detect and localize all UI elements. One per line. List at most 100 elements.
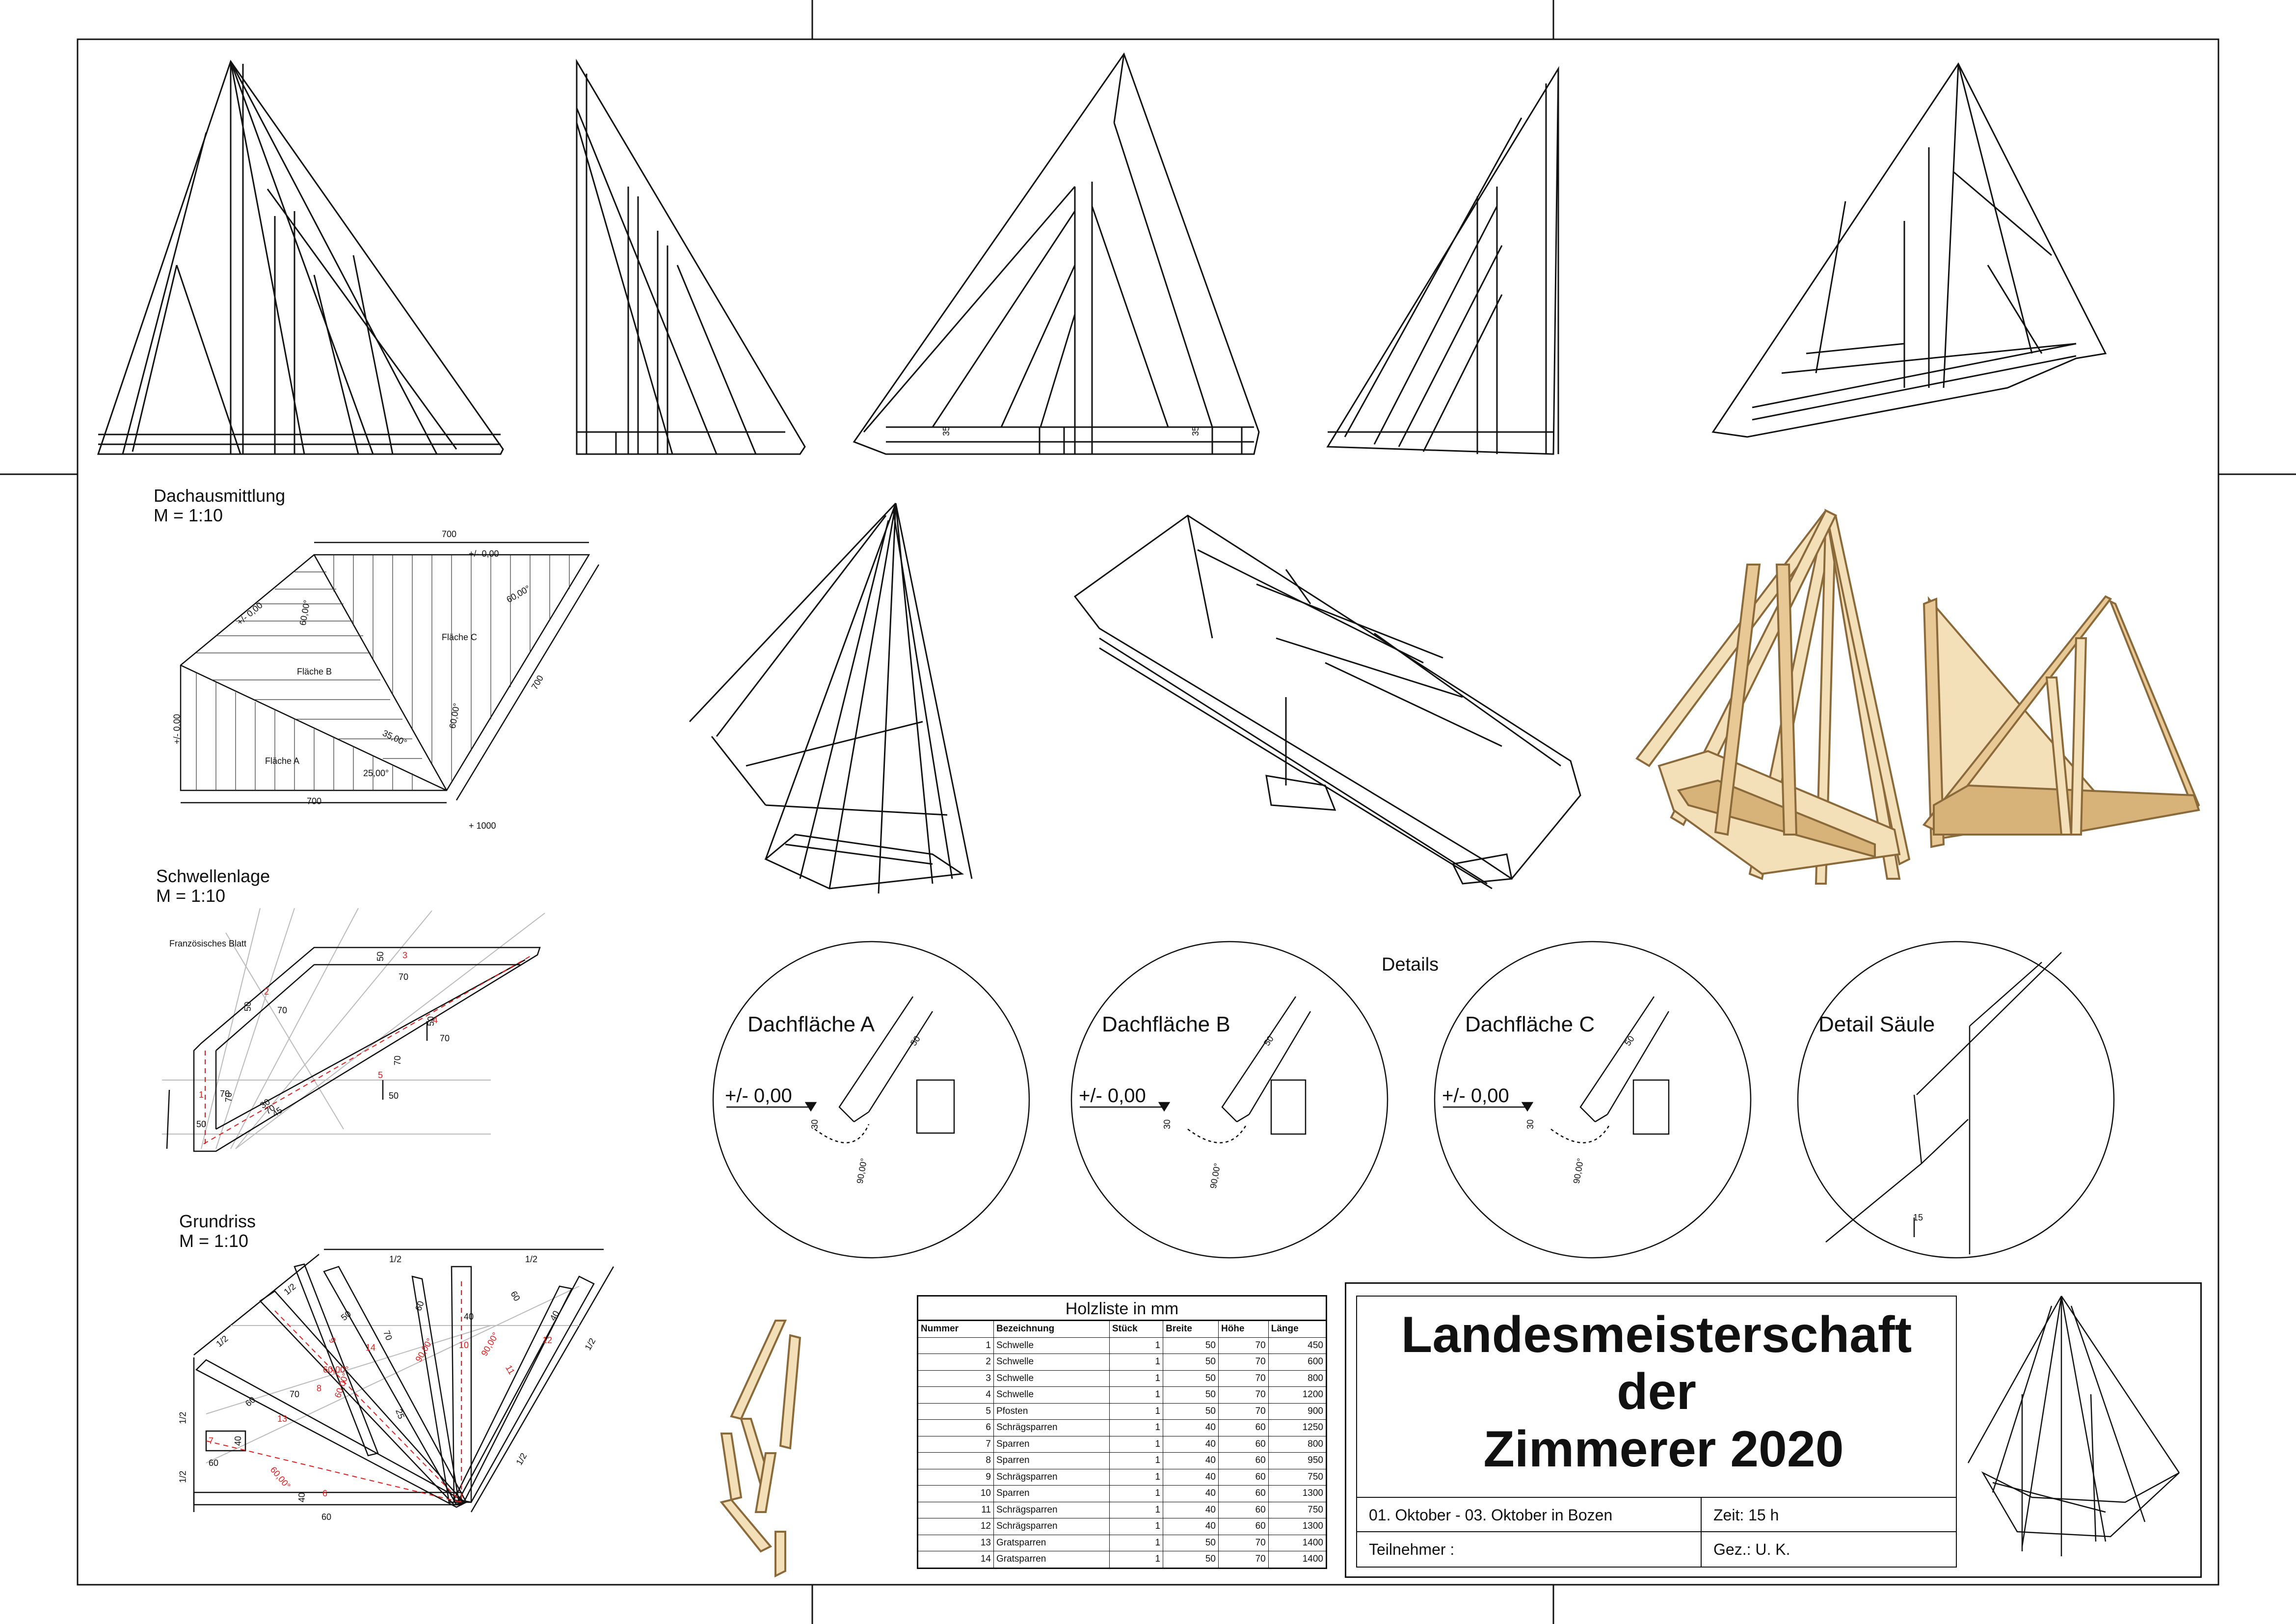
wood-list-cell: 60 xyxy=(1218,1468,1269,1486)
wood-list-cell: 1200 xyxy=(1268,1386,1327,1404)
wood-list-cell: 40 xyxy=(1163,1452,1219,1469)
floor-dim-19: 40 xyxy=(464,1312,474,1322)
wood-render-pieces xyxy=(720,1320,801,1578)
floor-member-10: 10 xyxy=(459,1340,469,1350)
floor-member-8: 8 xyxy=(317,1383,322,1393)
wood-list-cell: Schrägsparren xyxy=(993,1419,1110,1436)
wood-list-cell: 1 xyxy=(1109,1370,1164,1387)
wood-list-cell: 800 xyxy=(1268,1435,1327,1453)
wood-list-cell: 70 xyxy=(1218,1534,1269,1551)
area-b-label: Fläche B xyxy=(297,667,332,677)
wood-list-cell: Schwelle xyxy=(993,1337,1110,1354)
wood-list-cell: 60 xyxy=(1218,1435,1269,1453)
title-block: Landesmeisterschaft der Zimmerer 2020 01… xyxy=(1345,1282,2202,1578)
roof-dim-bottom: 700 xyxy=(307,796,322,806)
wood-list-cell: Schrägsparren xyxy=(993,1501,1110,1518)
competition-title: Landesmeisterschaft der Zimmerer 2020 xyxy=(1401,1306,1912,1478)
elevation-front xyxy=(97,59,504,455)
wood-list-cell: 60 xyxy=(1218,1518,1269,1535)
wood-list-cell: 2 xyxy=(917,1353,994,1371)
wood-list-cell: 50 xyxy=(1163,1353,1219,1371)
wood-list-cell: 5 xyxy=(917,1403,994,1420)
roof-angle-4: 25,00° xyxy=(363,768,389,778)
sill-dim-11: 50 xyxy=(196,1119,207,1129)
wood-list-cell: 40 xyxy=(1163,1468,1219,1486)
drawn-by: Gez.: U. K. xyxy=(1701,1532,1949,1567)
roof-level-1: +/- 0,00 xyxy=(469,549,499,559)
detail-b-level: +/- 0,00 xyxy=(1079,1085,1146,1107)
floor-member-13: 13 xyxy=(277,1414,288,1424)
wood-list-cell: Schrägsparren xyxy=(993,1518,1110,1535)
wood-list-cell: 50 xyxy=(1163,1403,1219,1420)
wood-list-cell: 1 xyxy=(1109,1468,1164,1486)
wood-list-cell: 12 xyxy=(917,1518,994,1535)
wood-list-cell: 60 xyxy=(1218,1485,1269,1502)
wood-render-pyramid xyxy=(1635,509,1911,885)
wood-list-cell: 50 xyxy=(1163,1551,1219,1569)
wood-list-cell: 1250 xyxy=(1268,1419,1327,1436)
wood-list-col-header: Stück xyxy=(1109,1320,1164,1338)
wood-list-col-header: Höhe xyxy=(1218,1320,1269,1338)
wood-list-cell: 750 xyxy=(1268,1468,1327,1486)
floor-dim-10: 60 xyxy=(321,1512,332,1522)
title-block-inner: Landesmeisterschaft der Zimmerer 2020 01… xyxy=(1356,1296,1957,1568)
sill-member-2: 2 xyxy=(264,987,269,997)
sill-member-1: 1 xyxy=(199,1090,204,1100)
detail-column-geometry xyxy=(1825,952,2062,1254)
wood-list-col-header: Nummer xyxy=(917,1320,994,1338)
wood-render-side xyxy=(1922,595,2200,848)
detail-column-dim-1: 15 xyxy=(1913,1213,1923,1222)
wood-list-cell: 70 xyxy=(1218,1551,1269,1569)
wood-list-cell: 50 xyxy=(1163,1386,1219,1404)
floor-dim-9: 60 xyxy=(209,1458,219,1468)
sill-dim-9: 70 xyxy=(220,1089,230,1099)
iso-view-lying xyxy=(1073,514,1581,890)
wood-list-cell: 1400 xyxy=(1268,1534,1327,1551)
wood-list-title: Holzliste in mm xyxy=(917,1295,1327,1320)
elevation-back xyxy=(853,52,1260,455)
wood-list-cell: 4 xyxy=(917,1386,994,1404)
sill-dim-8: 50 xyxy=(389,1091,399,1101)
details-heading: Details xyxy=(1382,954,1439,975)
floor-member-12: 12 xyxy=(542,1335,553,1345)
wood-list-cell: 40 xyxy=(1163,1435,1219,1453)
wood-list-cell: 14 xyxy=(917,1551,994,1569)
roof-dim-top: 700 xyxy=(442,529,457,539)
wood-list-cell: 13 xyxy=(917,1534,994,1551)
wood-list-cell: Sparren xyxy=(993,1485,1110,1502)
wood-list-cell: 1 xyxy=(1109,1518,1164,1535)
wood-list-cell: 600 xyxy=(1268,1353,1327,1371)
detail-b-title: Dachfläche B xyxy=(1102,1012,1230,1036)
wood-list-cell: 70 xyxy=(1218,1386,1269,1404)
sill-member-5: 5 xyxy=(378,1070,383,1080)
wood-list-cell: 60 xyxy=(1218,1501,1269,1518)
wood-list-cell: 1400 xyxy=(1268,1551,1327,1569)
detail-c-geometry xyxy=(1443,996,1670,1143)
floor-dim-2: 1/2 xyxy=(525,1254,538,1264)
iso-view-pyramid xyxy=(689,502,973,894)
wood-list-cell: 1 xyxy=(1109,1501,1164,1518)
wood-list-cell: Pfosten xyxy=(993,1403,1110,1420)
area-c-label: Fläche C xyxy=(442,632,478,642)
wood-list-cell: 1300 xyxy=(1268,1485,1327,1502)
sill-dim-2: 70 xyxy=(399,972,409,982)
detail-c-title: Dachfläche C xyxy=(1465,1012,1595,1036)
wood-list-cell: Schrägsparren xyxy=(993,1468,1110,1486)
time-budget: Zeit: 15 h xyxy=(1701,1498,1949,1532)
wood-list-cell: 40 xyxy=(1163,1501,1219,1518)
wood-list-col-header: Bezeichnung xyxy=(993,1320,1110,1338)
wood-list-cell: 1 xyxy=(1109,1485,1164,1502)
wood-list-cell: 1 xyxy=(917,1337,994,1354)
sill-dim-6: 70 xyxy=(440,1033,450,1043)
floor-member-7: 7 xyxy=(209,1436,214,1446)
